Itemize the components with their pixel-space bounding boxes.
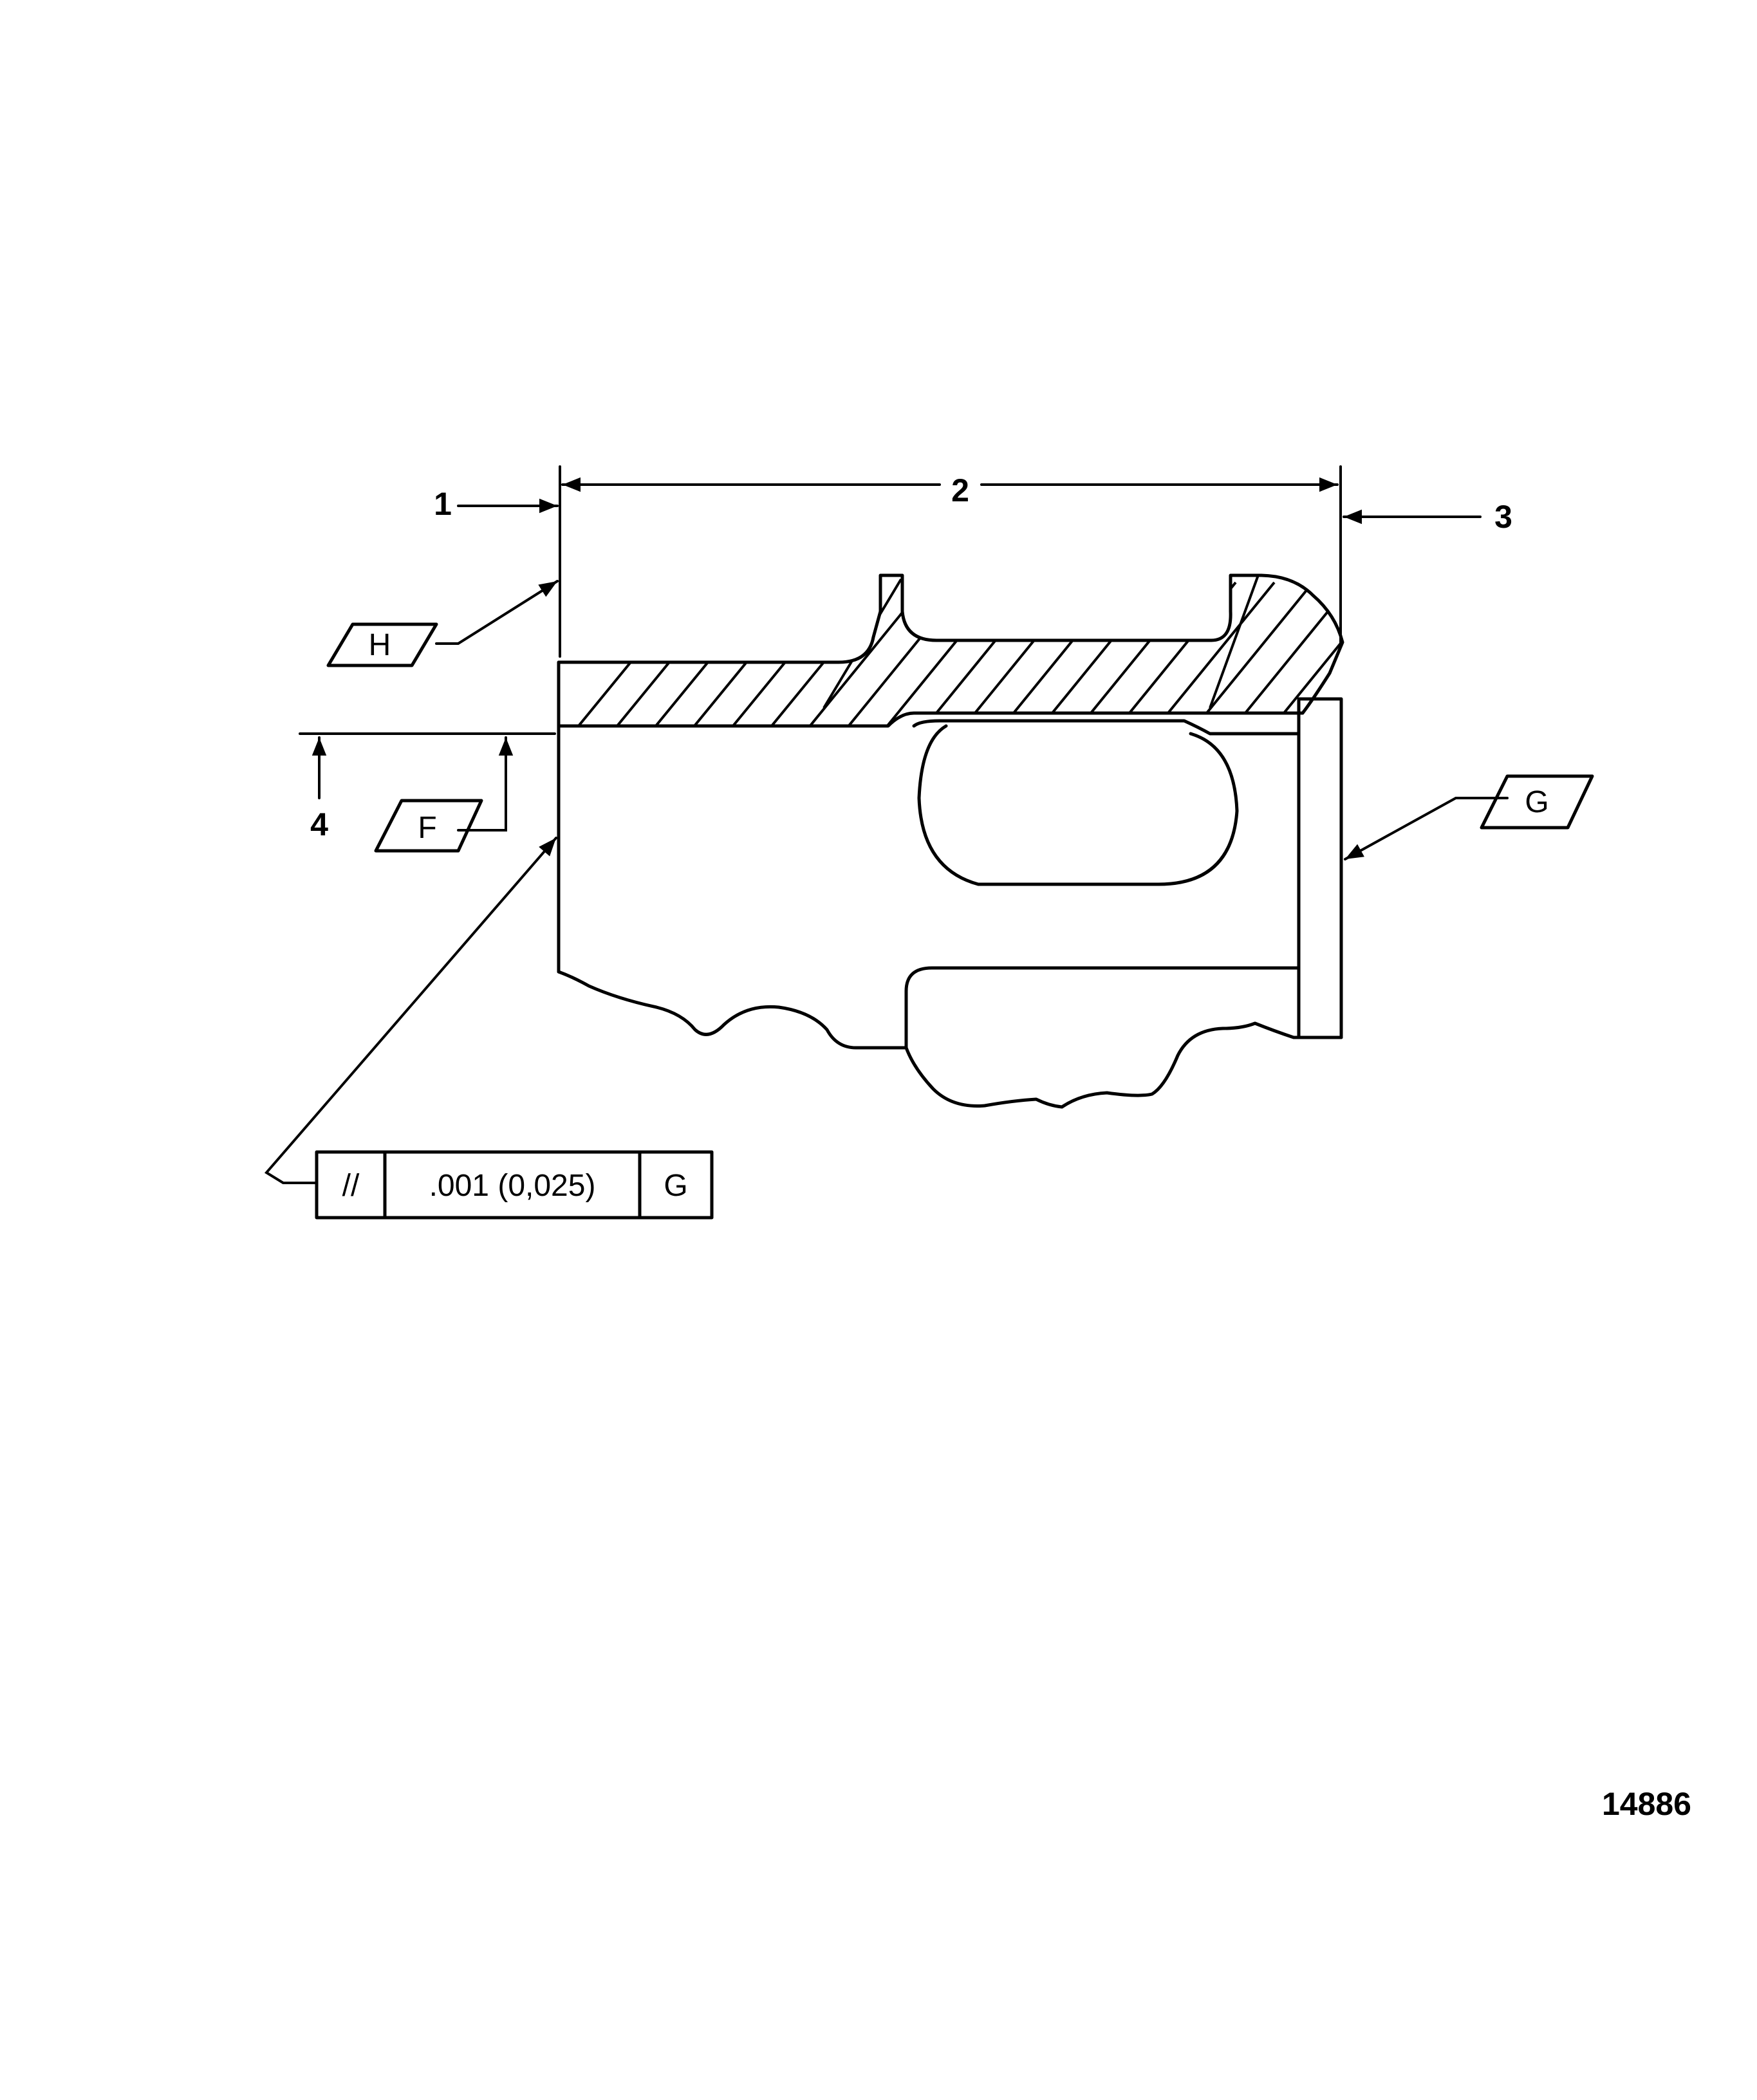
break-line bbox=[557, 970, 1343, 1109]
datum-h-leader bbox=[435, 580, 559, 645]
part-top-profile bbox=[557, 573, 1344, 728]
datum-f-leader bbox=[457, 736, 514, 832]
callout-4-label: 4 bbox=[310, 806, 328, 842]
datum-g-leader bbox=[1344, 797, 1509, 860]
parallelism-symbol: // bbox=[342, 1169, 360, 1203]
callout-2-label: 2 bbox=[951, 472, 969, 508]
upper-slot bbox=[917, 724, 1239, 886]
figure-number: 14886 bbox=[1602, 1786, 1691, 1822]
datum-g-letter: G bbox=[1525, 785, 1548, 819]
datum-h-frame bbox=[326, 622, 438, 667]
right-flange bbox=[1297, 697, 1343, 1039]
feature-control-frame: // .001 (0,025) G bbox=[315, 1150, 714, 1220]
datum-h-letter: H bbox=[369, 628, 391, 662]
datum-f-frame bbox=[374, 799, 483, 853]
callout-3-label: 3 bbox=[1494, 499, 1512, 535]
bore-line bbox=[557, 711, 1305, 728]
inner-line bbox=[912, 719, 1301, 736]
fcf-datum-cell bbox=[638, 1150, 714, 1220]
callout-1-label: 1 bbox=[434, 486, 452, 522]
datum-g-frame bbox=[1480, 774, 1594, 830]
fcf-tolerance-value: .001 (0,025) bbox=[429, 1169, 596, 1203]
fcf-datum-reference: G bbox=[664, 1169, 687, 1203]
lower-slot bbox=[904, 966, 1301, 1050]
fcf-leader bbox=[264, 837, 557, 1184]
datum-f-letter: F bbox=[418, 811, 436, 845]
hatched-section bbox=[559, 575, 1343, 726]
